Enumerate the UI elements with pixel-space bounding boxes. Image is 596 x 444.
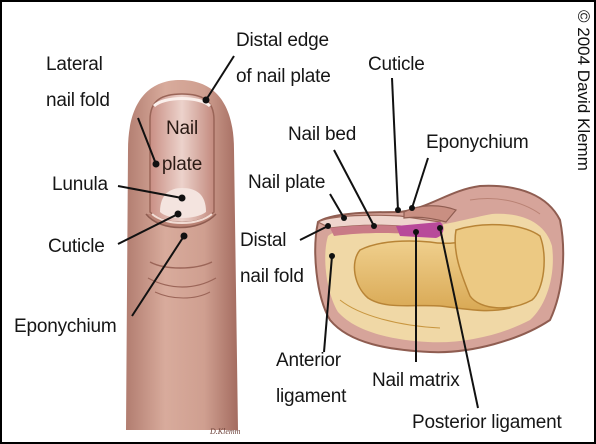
label-nail-bed: Nail bed xyxy=(288,124,356,145)
point-cuticle-left xyxy=(175,211,182,218)
label-distal-edge-line1: Distal edge xyxy=(236,30,329,51)
point-nail-plate-right xyxy=(341,215,347,221)
point-posterior-ligament xyxy=(437,225,443,231)
label-nail-matrix: Nail matrix xyxy=(372,370,460,391)
label-eponychium-right: Eponychium xyxy=(426,132,529,153)
label-distal-nail-fold-line1: Distal xyxy=(240,230,286,251)
label-cuticle-right: Cuticle xyxy=(368,54,425,75)
point-anterior-ligament xyxy=(329,253,335,259)
point-eponychium-left xyxy=(181,233,188,240)
leader-distal-edge xyxy=(206,56,234,100)
point-cuticle-right xyxy=(395,207,401,213)
point-distal-nail-fold xyxy=(325,223,331,229)
label-nail-plate-inside-line2: plate xyxy=(162,154,202,175)
finger-cross-section xyxy=(315,186,563,352)
label-cuticle-left: Cuticle xyxy=(48,236,105,257)
point-eponychium-right xyxy=(409,205,415,211)
leader-cuticle-right xyxy=(392,78,398,210)
copyright-notice: © 2004 David Klemm xyxy=(574,10,593,171)
label-nail-plate-inside-line1: Nail xyxy=(166,118,198,139)
label-distal-edge-line2: of nail plate xyxy=(236,66,331,87)
point-lateral-nail-fold xyxy=(153,161,160,168)
label-nail-plate-right: Nail plate xyxy=(248,172,325,193)
label-lunula: Lunula xyxy=(52,174,108,195)
point-nail-matrix xyxy=(413,229,419,235)
label-anterior-ligament-line1: Anterior xyxy=(276,350,342,371)
leader-nail-plate-right xyxy=(330,194,344,218)
point-distal-edge xyxy=(203,97,210,104)
point-nail-bed xyxy=(371,223,377,229)
label-eponychium-left: Eponychium xyxy=(14,316,117,337)
label-lateral-nail-fold-line1: Lateral xyxy=(46,54,103,75)
point-lunula xyxy=(179,195,186,202)
label-distal-nail-fold-line2: nail fold xyxy=(240,266,304,287)
artist-signature: D.Klemm xyxy=(209,427,241,436)
label-lateral-nail-fold-line2: nail fold xyxy=(46,90,110,111)
label-posterior-ligament: Posterior ligament xyxy=(412,412,562,433)
leader-eponychium-right xyxy=(412,158,428,208)
label-anterior-ligament-line2: ligament xyxy=(276,386,347,407)
